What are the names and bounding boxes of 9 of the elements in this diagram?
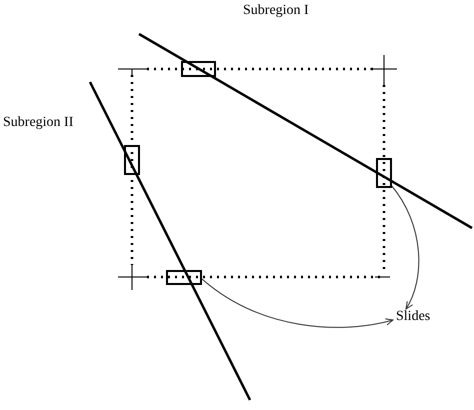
arrow — [202, 278, 394, 328]
callout-text: Slides — [396, 309, 430, 325]
arrow — [390, 184, 420, 310]
slide-box — [124, 145, 140, 175]
slide-box — [376, 158, 392, 188]
region-label: Subregion II — [3, 115, 74, 131]
slide-box — [181, 61, 216, 77]
slide-box — [166, 270, 202, 285]
region-label: Subregion I — [243, 3, 309, 19]
